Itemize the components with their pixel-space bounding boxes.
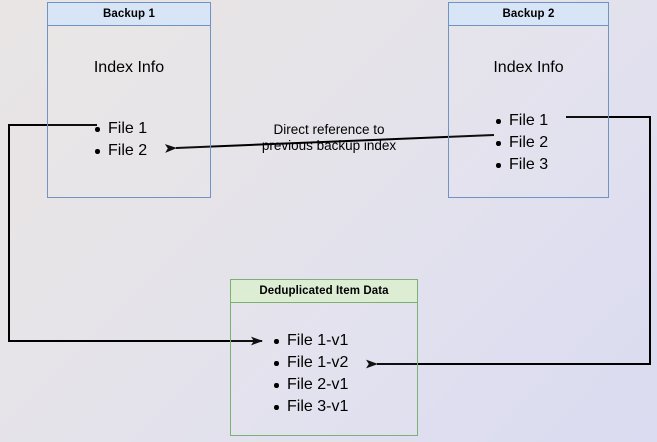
backup1-title: Backup 1 xyxy=(48,3,210,26)
direct-reference-line2: previous backup index xyxy=(261,138,397,153)
list-item: File 2-v1 xyxy=(271,374,348,396)
direct-reference-annotation: Direct reference to previous backup inde… xyxy=(249,122,409,154)
list-item: File 1-v2 xyxy=(271,352,348,374)
dedup-file-list: File 1-v1 File 1-v2 File 2-v1 File 3-v1 xyxy=(271,330,348,418)
backup1-body: Index Info File 1 File 2 xyxy=(48,26,210,197)
list-item: File 3-v1 xyxy=(271,396,348,418)
dedup-body: File 1-v1 File 1-v2 File 2-v1 File 3-v1 xyxy=(231,303,417,435)
direct-reference-line1: Direct reference to xyxy=(273,122,385,137)
backup2-file-list: File 1 File 2 File 3 xyxy=(493,110,548,176)
backup1-index-label: Index Info xyxy=(93,59,165,76)
list-item: File 3 xyxy=(493,154,548,176)
list-item: File 1-v1 xyxy=(271,330,348,352)
list-item: File 1 xyxy=(493,110,548,132)
list-item: File 2 xyxy=(493,132,548,154)
list-item: File 1 xyxy=(92,118,147,140)
backup2-title: Backup 2 xyxy=(449,3,608,26)
backup1-file-list: File 1 File 2 xyxy=(92,118,147,162)
list-item: File 2 xyxy=(92,140,147,162)
backup2-index-label: Index Info xyxy=(493,59,564,76)
dedup-title: Deduplicated Item Data xyxy=(231,280,417,303)
backup2-box: Backup 2 Index Info File 1 File 2 File 3 xyxy=(448,2,609,198)
backup2-body: Index Info File 1 File 2 File 3 xyxy=(449,26,608,197)
dedup-box: Deduplicated Item Data File 1-v1 File 1-… xyxy=(230,279,418,436)
backup1-box: Backup 1 Index Info File 1 File 2 xyxy=(47,2,211,198)
